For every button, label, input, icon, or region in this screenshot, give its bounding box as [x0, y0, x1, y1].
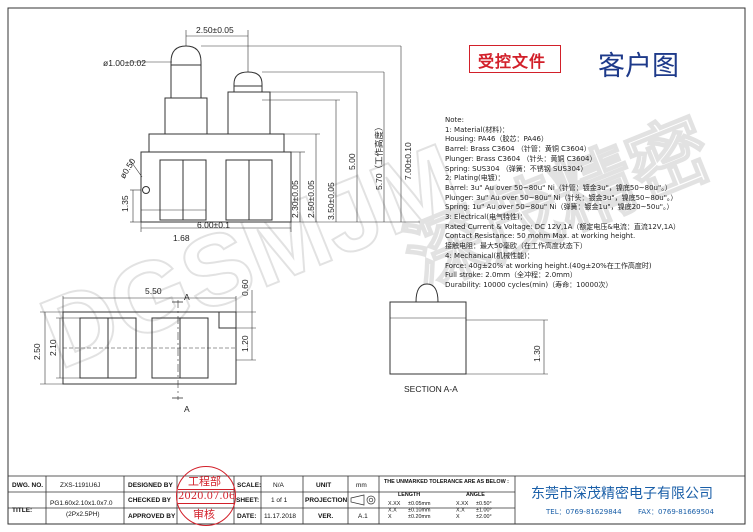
note-line: Contact Resistance: 50 mohm Max. at work… [445, 232, 636, 241]
approved-by-label: APPROVED BY [128, 513, 176, 520]
dim-130: 1.30 [532, 345, 542, 362]
dim-700: 7.00±0.10 [403, 142, 413, 180]
notes-block: Note:1: Material(材料)： Housing: PA46（胶芯：P… [445, 116, 680, 291]
dim-pitch: 2.50±0.05 [196, 25, 234, 35]
tolerance-cell: ±0.05mm [408, 501, 431, 507]
dim-tip-diameter: ø1.00±0.02 [103, 58, 146, 68]
tolerance-cell: ±2.00° [476, 514, 492, 520]
sheet-value: 1 of 1 [271, 497, 288, 504]
note-line: Note: [445, 116, 464, 124]
note-line: Barrel: 3u" Au over 50~80u" Ni（针管：镀金3u"，… [445, 183, 672, 192]
note-line: Spring: 1u" Au over 50~80u" Ni（弹簧：镀金1u"，… [445, 203, 674, 212]
tolerance-cell: X.X [388, 508, 397, 514]
title-line-2: (2Px2.5PH) [66, 511, 100, 518]
note-line: 4: Mechanical(机械性能)： [445, 251, 534, 260]
company-tel: TEL：0769-81629844 [546, 508, 622, 516]
dim-500: 5.00 [347, 153, 357, 170]
dim-135: 1.35 [120, 195, 130, 212]
scale-value: N/A [273, 482, 285, 489]
dim-250-side: 2.50 [32, 343, 42, 360]
projection-symbol-icon [350, 494, 376, 506]
controlled-document-text: 受控文件 [478, 52, 547, 71]
engineering-approval-stamp [176, 466, 236, 526]
unit-value: mm [356, 482, 367, 489]
tolerance-cell: ±0.20mm [408, 514, 431, 520]
note-line: Plunger: 3u" Au over 50~80u" Ni（针头：镀金3u"… [445, 193, 678, 202]
bottom-view [40, 290, 256, 400]
tolerance-length-header: LENGTH [398, 492, 420, 498]
dim-120: 1.20 [240, 335, 250, 352]
customer-drawing-title: 客户图 [598, 51, 679, 82]
company-name: 东莞市深茂精密电子有限公司 [531, 486, 713, 502]
section-mark-bottom: A [184, 404, 190, 414]
dim-060: 0.60 [240, 279, 250, 296]
tolerance-cell: X.XX [456, 501, 469, 507]
dim-hole-diameter: ø0.50 [117, 156, 137, 180]
tolerance-cell: X [456, 514, 460, 520]
tolerance-cell: ±1.00° [476, 508, 492, 514]
bottom-view-dimensions: 5.50 0.60 2.50 2.10 1.20 A A [32, 279, 250, 414]
stamp-review: 审核 [193, 508, 215, 521]
title-block [7, 475, 746, 525]
note-line: Rated Current & Voltage: DC 12V,1A（额定电压&… [445, 222, 681, 231]
note-line: 2: Plating(电镀)： [445, 174, 505, 183]
section-label: SECTION A-A [404, 384, 458, 394]
ver-value: A.1 [358, 513, 368, 520]
dim-600: 6.00±0.1 [197, 220, 230, 230]
projection-label: PROJECTION [305, 497, 348, 504]
tolerance-cell: X.XX [388, 501, 401, 507]
tolerance-angle-header: ANGLE [466, 492, 485, 498]
title-label: TITLE: [12, 507, 32, 514]
dim-168: 1.68 [173, 233, 190, 243]
note-line: Spring: SUS304 （弹簧：不锈钢 SUS304） [445, 164, 588, 173]
dim-210: 2.10 [48, 339, 58, 356]
top-view [129, 30, 420, 232]
dim-570: 5.70（工作高度） [374, 122, 384, 190]
title-block-text: DWG. NO. ZXS-1191U6J TITLE: PG1.60x2.10x… [12, 479, 509, 520]
note-line: 接触电阻：最大50毫欧（在工作高度状态下） [445, 242, 587, 251]
designed-by-label: DESIGNED BY [128, 482, 173, 489]
date-label: DATE: [237, 513, 256, 520]
dim-350: 3.50±0.05 [326, 182, 336, 220]
company-fax: FAX：0769-81669504 [638, 508, 714, 516]
scale-label: SCALE: [237, 482, 261, 489]
note-line: Plunger: Brass C3604 （针头：黄铜 C3604） [445, 154, 597, 163]
stamp-date: 2020.07.06 [178, 489, 236, 504]
ver-label: VER. [318, 513, 333, 520]
dwg-no: ZXS-1191U6J [60, 482, 100, 489]
unit-label: UNIT [316, 482, 331, 489]
tolerance-cell: ±0.10mm [408, 508, 431, 514]
tolerance-cell: ±0.50° [476, 501, 492, 507]
title-line-1: PG1.60x2.10x1.0x7.0 [50, 500, 113, 507]
sheet-label: SHEET: [236, 497, 259, 504]
note-line: Durability: 10000 cycles(min)（寿命：10000次） [445, 280, 613, 289]
tolerance-rows: X.XX ±0.05mm X.XX ±0.50° X.X ±0.10mm X.X ±1.00°… [388, 501, 492, 520]
note-line: Housing: PA46（胶芯：PA46） [445, 135, 548, 144]
section-view [389, 283, 548, 375]
tolerance-cell: X [388, 514, 392, 520]
dim-250: 2.50±0.05 [306, 180, 316, 218]
note-line: Force: 40g±20% at working height.(40g±20… [445, 261, 652, 270]
checked-by-label: CHECKED BY [128, 497, 172, 504]
note-line: Full stroke: 2.0mm（全冲程：2.0mm） [445, 271, 577, 280]
tolerance-cell: X.X [456, 508, 465, 514]
dim-230: 2.30±0.05 [290, 180, 300, 218]
section-mark-top: A [184, 292, 190, 302]
section-view-text: 1.30 SECTION A-A [404, 345, 542, 394]
dim-550: 5.50 [145, 286, 162, 296]
note-line: Barrel: Brass C3604 （针管：黄铜 C3604） [445, 145, 591, 154]
date-value: 11.17.2018 [264, 513, 296, 520]
controlled-document-stamp [469, 45, 561, 73]
note-line: 3: Electrical(电气特性)： [445, 213, 527, 222]
top-view-dimensions: 2.50±0.05 ø1.00±0.02 ø0.50 1.35 1.68 6.0… [103, 25, 413, 243]
stamp-department: 工程部 [188, 475, 221, 488]
note-line: 1: Material(材料)： [445, 125, 509, 134]
dwg-no-label: DWG. NO. [12, 482, 43, 489]
tolerance-header: THE UNMARKED TOLERANCE ARE AS BELOW : [384, 479, 509, 485]
